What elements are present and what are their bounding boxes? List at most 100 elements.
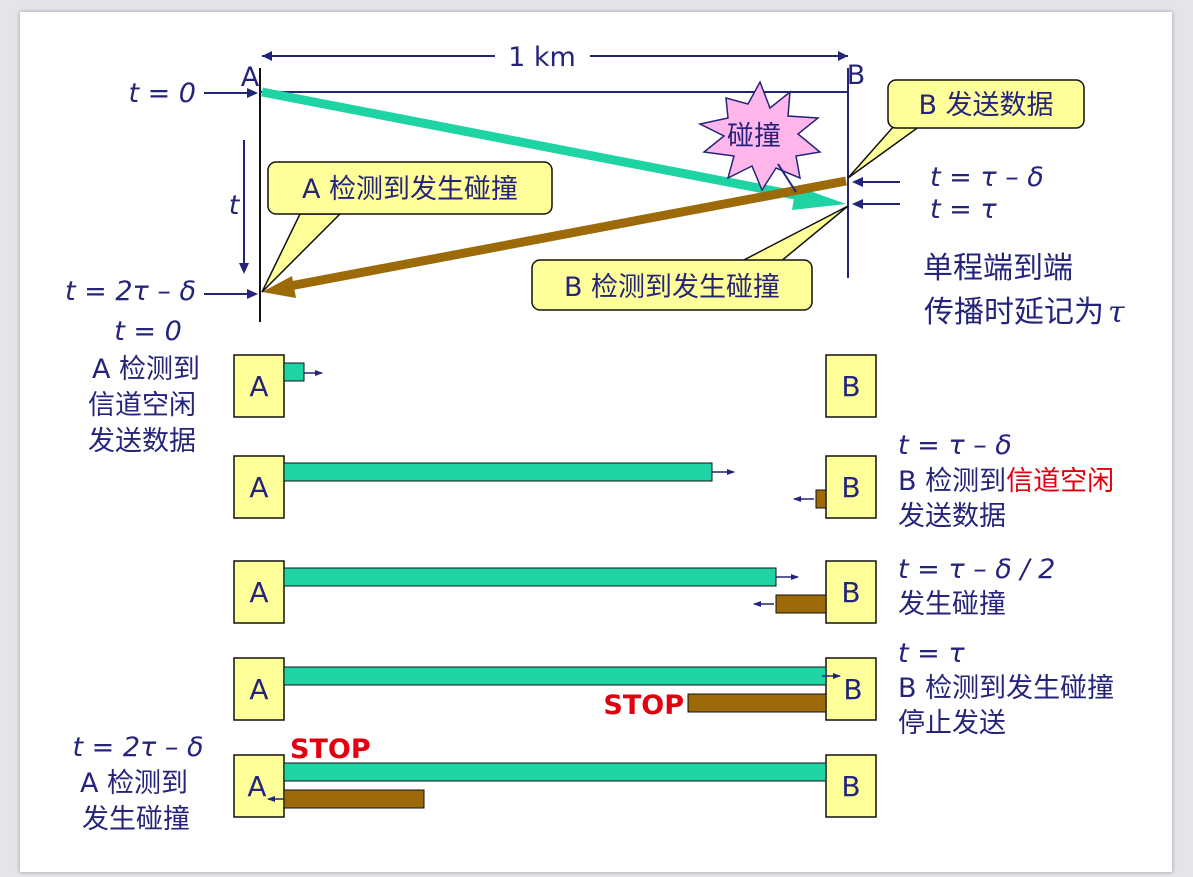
- row-1-left-line1: A 检测到: [92, 354, 200, 385]
- signal-b-arrowhead: [262, 276, 296, 298]
- row-4-box-a-label: A: [249, 673, 268, 706]
- row-5-box-b-label: B: [841, 770, 860, 803]
- row-3-right-line1: 发生碰撞: [898, 589, 1006, 620]
- distance-arrowhead-right: [838, 51, 848, 61]
- row-5-a-frame: [283, 762, 827, 782]
- callout-a-detect-box: [267, 161, 553, 215]
- row-1-left-line3: 发送数据: [88, 426, 196, 457]
- row-1-box-a: [233, 354, 285, 418]
- marker-t0: t = 0: [128, 78, 196, 109]
- row-5-left-t: t = 2τ – δ: [73, 732, 204, 763]
- row-3-box-b: [825, 560, 877, 624]
- row-3-right-note: t = τ – δ / 2 发生碰撞: [898, 554, 1055, 620]
- row-3-right-t: t = τ – δ / 2: [898, 554, 1055, 585]
- row-2-right-t: t = τ – δ: [898, 430, 1012, 461]
- row-1-left-t: t = 0: [114, 316, 182, 347]
- row-4-right-line2: 停止发送: [898, 708, 1006, 739]
- row-5-box-a: [233, 754, 285, 818]
- time-markers: t = 0 t = 2τ – δ t = τ – δ t = τ: [65, 78, 1044, 307]
- marker-t0-arrowhead: [247, 88, 258, 98]
- row-2-a-frame: [283, 462, 713, 482]
- row-5-box-b: [825, 754, 877, 818]
- marker-tau-arrowhead: [852, 199, 863, 209]
- row-4-a-frame: [283, 666, 827, 686]
- row-1: A B: [233, 354, 877, 418]
- distance-label: 1 km: [508, 42, 576, 73]
- row-2-right-line1: B 检测到信道空闲: [898, 466, 1114, 497]
- row-4-right-note: t = τ B 检测到发生碰撞 停止发送: [898, 638, 1114, 739]
- row-1-left-line2: 信道空闲: [88, 390, 196, 421]
- delay-note-line1: 单程端到端: [923, 251, 1073, 286]
- row-2-box-b: [825, 455, 877, 519]
- row-2-b-frame: [815, 489, 827, 509]
- callout-b-detect: B 检测到发生碰撞: [531, 205, 849, 311]
- row-2-box-a-label: A: [249, 471, 268, 504]
- row-5-b-frame: [283, 789, 425, 809]
- row-2-right-note: t = τ – δ B 检测到信道空闲 发送数据: [898, 430, 1114, 532]
- row-4-stop-label: STOP: [603, 690, 684, 721]
- row-2-box-b-label: B: [841, 471, 860, 504]
- row-5-left-note: t = 2τ – δ A 检测到 发生碰撞: [73, 732, 204, 835]
- row-5-box-a-label: A: [247, 770, 266, 803]
- collision-burst-label: 碰撞: [727, 121, 781, 152]
- callout-b-detect-box: [531, 259, 813, 311]
- marker-2tau-delta: t = 2τ – δ: [65, 276, 196, 307]
- row-3-b-frame: [775, 594, 827, 614]
- row-1-box-a-label: A: [249, 370, 268, 403]
- node-a-label: A: [241, 62, 260, 93]
- row-4-right-line1: B 检测到发生碰撞: [898, 673, 1114, 704]
- callout-b-send: B 发送数据: [847, 79, 1085, 179]
- time-axis-arrowhead: [239, 263, 249, 274]
- row-1-box-b: [825, 354, 877, 418]
- time-axis: t: [229, 140, 249, 274]
- callout-b-detect-text: B 检测到发生碰撞: [564, 272, 780, 303]
- row-4: A B STOP: [233, 657, 877, 721]
- row-5: A B STOP: [233, 734, 877, 818]
- time-axis-label: t: [229, 190, 241, 221]
- callout-b-detect-pointer: [739, 205, 849, 263]
- callout-a-detect: A 检测到发生碰撞: [261, 161, 553, 293]
- row-1-a-frame: [283, 362, 305, 382]
- distance-arrowhead-left: [262, 51, 272, 61]
- collision-burst-shape: [697, 80, 822, 192]
- row-2: A B: [233, 455, 877, 519]
- delay-note: 单程端到端 传播时延记为 τ: [923, 251, 1125, 330]
- row-2-right-line1-prefix: B 检测到: [898, 466, 1006, 497]
- callout-b-send-pointer: [847, 125, 923, 179]
- row-2-right-line1-highlight: 信道空闲: [1006, 466, 1114, 497]
- row-3-box-a-label: A: [249, 576, 268, 609]
- signal-a: [261, 87, 801, 201]
- node-lines: A B: [241, 60, 866, 322]
- node-b-label: B: [847, 60, 866, 91]
- row-4-box-b-label: B: [843, 673, 862, 706]
- signals: [261, 87, 847, 298]
- callout-b-send-box: [887, 79, 1085, 129]
- row-3-box-b-label: B: [841, 576, 860, 609]
- row-3-a-frame: [283, 567, 777, 587]
- row-5-left-line1: A 检测到: [80, 768, 188, 799]
- collision-burst: 碰撞: [697, 80, 822, 193]
- callout-b-send-text: B 发送数据: [918, 90, 1053, 121]
- marker-tau-delta-arrowhead: [852, 177, 863, 187]
- collision-pointer: [777, 163, 797, 193]
- row-2-box-a: [233, 455, 285, 519]
- row-5-stop-label: STOP: [290, 734, 371, 765]
- row-3: A B: [233, 560, 877, 624]
- delay-note-line2: 传播时延记为: [924, 295, 1104, 330]
- marker-2tau-delta-arrowhead: [247, 289, 258, 299]
- row-4-box-a: [233, 657, 285, 721]
- row-4-box-b: [825, 657, 877, 721]
- row-1-box-b-label: B: [841, 370, 860, 403]
- row-4-right-t: t = τ: [898, 638, 965, 669]
- marker-tau-delta: t = τ – δ: [930, 162, 1044, 193]
- row-5-left-line2: 发生碰撞: [82, 804, 190, 835]
- distance-dimension: 1 km: [262, 42, 848, 73]
- marker-tau: t = τ: [930, 194, 997, 225]
- row-4-b-frame: [687, 693, 827, 713]
- row-1-left-note: t = 0 A 检测到 信道空闲 发送数据: [88, 316, 200, 457]
- row-2-right-line2: 发送数据: [898, 501, 1006, 532]
- signal-b: [289, 176, 847, 291]
- callout-a-detect-text: A 检测到发生碰撞: [302, 174, 518, 205]
- row-3-box-a: [233, 560, 285, 624]
